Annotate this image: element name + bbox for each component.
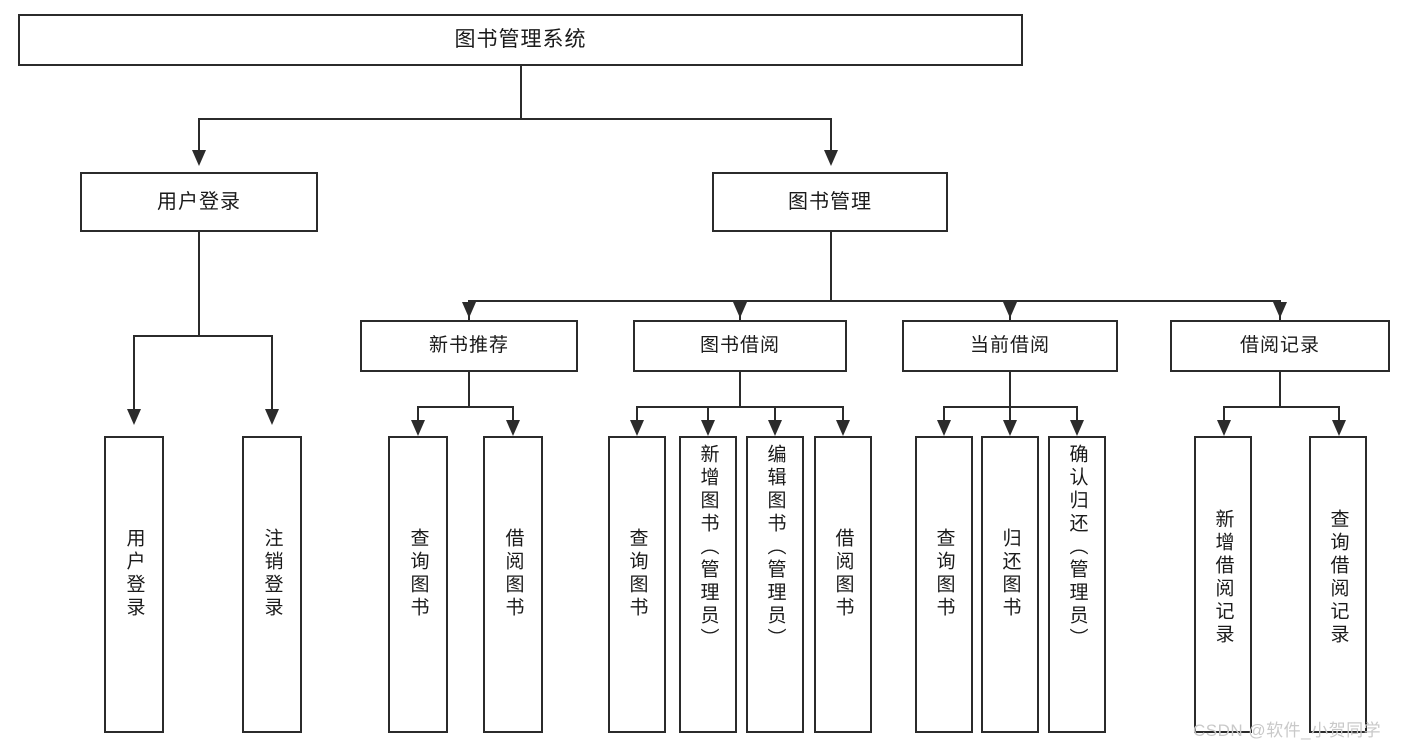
leaf-user-login[interactable]: 用户登录: [104, 436, 164, 733]
arrowhead-cb-leaf-1: [937, 420, 951, 436]
connector-new-book-recommend-bar: [417, 406, 513, 408]
arrowhead-bb-leaf-3: [768, 420, 782, 436]
leaf-borrow-book-recommend[interactable]: 借阅图书: [483, 436, 543, 733]
node-book-borrow[interactable]: 图书借阅: [633, 320, 847, 372]
arrowhead-book-borrow: [733, 302, 747, 318]
node-label: 图书借阅: [699, 335, 780, 357]
arrowhead-cb-leaf-2: [1003, 420, 1017, 436]
arrowhead-user-login: [192, 150, 206, 166]
connector-cb-leaf-3: [1076, 406, 1078, 424]
arrowhead-bb-leaf-2: [701, 420, 715, 436]
arrowhead-nbr-leaf-2: [506, 420, 520, 436]
connector-br-leaf-2: [1338, 406, 1340, 424]
arrowhead-leaf-logout: [265, 409, 279, 425]
leaf-query-book-borrow[interactable]: 查询图书: [608, 436, 666, 733]
arrowhead-bb-leaf-4: [836, 420, 850, 436]
arrowhead-cb-leaf-3: [1070, 420, 1084, 436]
connector-book-borrow-bar: [636, 406, 844, 408]
connector-borrow-record-stem: [1279, 372, 1281, 406]
node-new-book-recommend[interactable]: 新书推荐: [360, 320, 578, 372]
leaf-label: 查询借阅记录: [1327, 509, 1349, 647]
node-user-login[interactable]: 用户登录: [80, 172, 318, 232]
node-current-borrow[interactable]: 当前借阅: [902, 320, 1118, 372]
connector-br-leaf-1: [1223, 406, 1225, 424]
connector-level1-bar: [198, 118, 832, 120]
leaf-label: 借阅图书: [832, 528, 854, 620]
node-label: 图书管理系统: [454, 27, 587, 51]
arrowhead-new-book-recommend: [462, 302, 476, 318]
arrowhead-book-management: [824, 150, 838, 166]
node-label: 图书管理: [788, 190, 872, 213]
connector-user-login-bar: [133, 335, 273, 337]
connector-root-to-user-login: [198, 118, 200, 152]
leaf-label: 新增借阅记录: [1212, 509, 1234, 647]
connector-bb-leaf-1: [636, 406, 638, 424]
connector-bb-leaf-2: [707, 406, 709, 424]
connector-cb-leaf-1: [943, 406, 945, 424]
node-root-book-management-system[interactable]: 图书管理系统: [18, 14, 1023, 66]
leaf-label: 新增图书（管理员）: [697, 444, 719, 651]
leaf-label: 查询图书: [407, 528, 429, 620]
connector-borrow-record-bar: [1223, 406, 1339, 408]
leaf-query-borrow-record[interactable]: 查询借阅记录: [1309, 436, 1367, 733]
connector-nbr-leaf-2: [512, 406, 514, 424]
leaf-label: 借阅图书: [502, 528, 524, 620]
leaf-borrow-book[interactable]: 借阅图书: [814, 436, 872, 733]
connector-user-login-stem: [198, 232, 200, 335]
connector-level2-bar: [468, 300, 1280, 302]
arrowhead-leaf-user-login: [127, 409, 141, 425]
leaf-return-book[interactable]: 归还图书: [981, 436, 1039, 733]
connector-cb-leaf-2: [1009, 406, 1011, 424]
node-book-management[interactable]: 图书管理: [712, 172, 948, 232]
arrowhead-borrow-record: [1273, 302, 1287, 318]
leaf-label: 确认归还（管理员）: [1066, 444, 1088, 651]
leaf-add-borrow-record[interactable]: 新增借阅记录: [1194, 436, 1252, 733]
connector-new-book-recommend-stem: [468, 372, 470, 406]
connector-book-borrow-stem: [739, 372, 741, 406]
connector-root-to-book-management: [830, 118, 832, 152]
connector-nbr-leaf-1: [417, 406, 419, 424]
node-label: 当前借阅: [969, 335, 1050, 357]
arrowhead-nbr-leaf-1: [411, 420, 425, 436]
connector-user-login-to-leaf-1: [133, 335, 135, 411]
connector-root-stem: [520, 66, 522, 118]
connector-bb-leaf-4: [842, 406, 844, 424]
connector-bb-leaf-3: [774, 406, 776, 424]
leaf-label: 归还图书: [999, 528, 1021, 620]
node-label: 借阅记录: [1239, 335, 1320, 357]
leaf-label: 查询图书: [626, 528, 648, 620]
leaf-label: 查询图书: [933, 528, 955, 620]
connector-user-login-to-leaf-2: [271, 335, 273, 411]
leaf-query-book-current[interactable]: 查询图书: [915, 436, 973, 733]
arrowhead-current-borrow: [1003, 302, 1017, 318]
node-label: 用户登录: [157, 190, 241, 213]
arrowhead-br-leaf-2: [1332, 420, 1346, 436]
arrowhead-br-leaf-1: [1217, 420, 1231, 436]
leaf-label: 用户登录: [123, 528, 145, 620]
node-borrow-record[interactable]: 借阅记录: [1170, 320, 1390, 372]
leaf-label: 编辑图书（管理员）: [764, 444, 786, 651]
leaf-query-book-recommend[interactable]: 查询图书: [388, 436, 448, 733]
node-label: 新书推荐: [428, 335, 509, 357]
leaf-confirm-return-admin[interactable]: 确认归还（管理员）: [1048, 436, 1106, 733]
connector-book-management-stem: [830, 232, 832, 300]
leaf-logout[interactable]: 注销登录: [242, 436, 302, 733]
leaf-label: 注销登录: [261, 528, 283, 620]
arrowhead-bb-leaf-1: [630, 420, 644, 436]
leaf-add-book-admin[interactable]: 新增图书（管理员）: [679, 436, 737, 733]
leaf-edit-book-admin[interactable]: 编辑图书（管理员）: [746, 436, 804, 733]
connector-current-borrow-stem: [1009, 372, 1011, 406]
